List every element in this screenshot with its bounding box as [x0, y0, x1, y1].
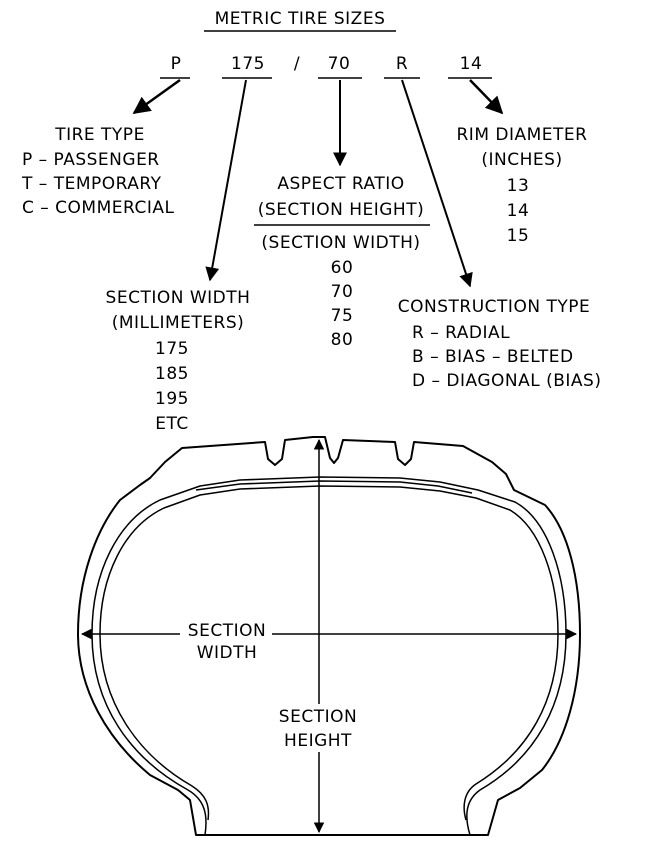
arrow-section-width: [205, 79, 247, 282]
aspect-ratio-value: 60: [331, 258, 354, 278]
size-code-slash: /: [294, 54, 300, 74]
size-code: P 175 / 70 R 14: [160, 54, 492, 79]
construction-type-item: D – DIAGONAL (BIAS): [412, 371, 601, 391]
arrow-rim-diameter: [469, 79, 504, 115]
aspect-ratio-value: 70: [331, 282, 354, 302]
rim-diameter-heading: RIM DIAMETER: [457, 125, 588, 145]
aspect-ratio-heading: ASPECT RATIO: [277, 174, 404, 194]
section-width-unit: (MILLIMETERS): [112, 313, 245, 333]
tire-outer-profile: [77, 436, 581, 836]
tire-type-item: T – TEMPORARY: [21, 174, 162, 194]
size-code-type: P: [171, 54, 182, 74]
section-width-block: SECTION WIDTH (MILLIMETERS) 175 185 195 …: [106, 288, 251, 434]
construction-type-item: B – BIAS – BELTED: [412, 347, 574, 367]
section-height-label-bg: [272, 704, 364, 752]
aspect-ratio-value: 80: [331, 330, 354, 350]
construction-type-item: R – RADIAL: [412, 323, 510, 343]
construction-type-heading: CONSTRUCTION TYPE: [398, 297, 590, 317]
tire-belt: [195, 480, 473, 494]
size-code-width: 175: [231, 54, 265, 74]
section-width-label: SECTION: [188, 621, 266, 641]
rim-diameter-block: RIM DIAMETER (INCHES) 13 14 15: [457, 125, 588, 246]
rim-diameter-value: 14: [507, 201, 530, 221]
construction-type-block: CONSTRUCTION TYPE R – RADIAL B – BIAS – …: [398, 297, 601, 391]
tire-type-item: P – PASSENGER: [22, 150, 160, 170]
section-width-label-bg: [180, 617, 272, 661]
rim-diameter-unit: (INCHES): [481, 150, 562, 170]
tire-outer-ply: [91, 476, 567, 836]
section-width-value: 195: [155, 389, 189, 409]
aspect-ratio-block: ASPECT RATIO (SECTION HEIGHT) (SECTION W…: [254, 174, 430, 350]
tire-cross-section: [77, 436, 581, 836]
tire-type-item: C – COMMERCIAL: [22, 198, 174, 218]
section-width-value: 175: [155, 339, 189, 359]
rim-diameter-value: 13: [507, 176, 530, 196]
section-width-label: WIDTH: [197, 643, 258, 663]
diagram-title: METRIC TIRE SIZES: [215, 9, 386, 29]
section-width-value: ETC: [155, 414, 189, 434]
size-code-construction: R: [396, 54, 408, 74]
arrow-tire-type: [132, 78, 181, 115]
section-width-value: 185: [155, 364, 189, 384]
size-code-aspect: 70: [328, 54, 351, 74]
aspect-ratio-value: 75: [331, 306, 354, 326]
aspect-ratio-numerator: (SECTION HEIGHT): [258, 200, 424, 220]
section-height-label: HEIGHT: [284, 731, 352, 751]
section-height-label: SECTION: [279, 707, 357, 727]
tire-inner-ply: [99, 485, 559, 821]
tire-type-heading: TIRE TYPE: [54, 125, 145, 145]
section-width-heading: SECTION WIDTH: [106, 288, 251, 308]
size-code-rim: 14: [460, 54, 483, 74]
aspect-ratio-denominator: (SECTION WIDTH): [261, 233, 420, 253]
rim-diameter-value: 15: [507, 226, 530, 246]
arrow-construction-type: [401, 79, 473, 288]
tire-type-block: TIRE TYPE P – PASSENGER T – TEMPORARY C …: [21, 125, 174, 218]
